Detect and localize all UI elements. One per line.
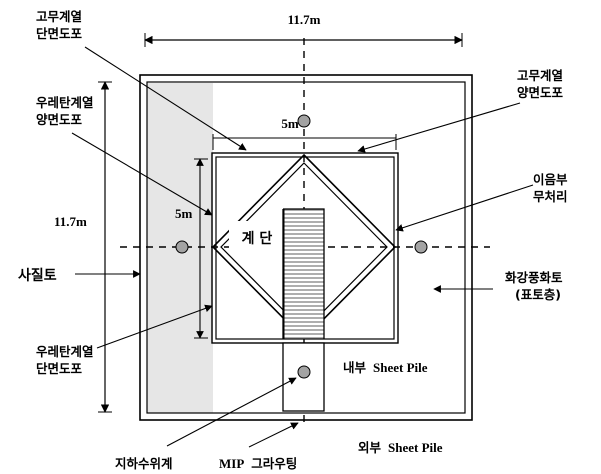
urethane-section-leader (96, 304, 213, 349)
urethane-section-label-line1: 우레탄계열 (36, 344, 94, 359)
well-right (414, 240, 428, 254)
well-left (175, 240, 189, 254)
well-bottom (297, 365, 311, 379)
rubber-both-leader (357, 102, 521, 153)
urethane-both-leader (71, 132, 213, 216)
rubber-section-label-line2: 단면도포 (36, 26, 83, 41)
granite-label-line2: (표토층) (515, 287, 561, 302)
groundwater-gauge-leader (166, 377, 297, 447)
rubber-section-leader (84, 46, 247, 151)
mip-grouting-label: MIP 그라우팅 (219, 455, 297, 472)
urethane-both-label-line1: 우레탄계열 (36, 95, 94, 110)
mip-grouting-leader (248, 422, 299, 448)
width-dimension-label: 11.7m (288, 12, 321, 27)
joint-label-line2: 무처리 (533, 189, 568, 204)
rubber-both-label-line1: 고무계열 (517, 68, 563, 83)
granite-label-line1: 화강풍화토 (505, 270, 563, 285)
rubber-section-label-line1: 고무계열 (36, 9, 82, 24)
groundwater-gauge-label: 지하수위계 (115, 456, 173, 471)
stairs-outline (282, 208, 325, 339)
inner-width-dimension-label: 5m (281, 116, 299, 131)
well-top (297, 114, 311, 128)
height-dimension-label: 11.7m (54, 214, 87, 229)
outer-sheet-pile-label: 외부 Sheet Pile (358, 439, 443, 456)
inner-sheet-pile-label: 내부 Sheet Pile (343, 359, 428, 376)
urethane-section-label-line2: 단면도포 (36, 361, 83, 376)
stairs-cutout (229, 221, 283, 254)
joint-label-line1: 이음부 (533, 172, 568, 187)
urethane-both-label-line2: 양면도포 (36, 112, 83, 127)
rubber-both-label-line2: 양면도포 (517, 85, 564, 100)
joint-leader (395, 184, 534, 232)
inner-height-dimension-label: 5m (175, 206, 193, 221)
sandy-soil-label: 사질토 (18, 268, 57, 284)
stairs-hatch (283, 208, 325, 340)
stairs-label: 계 단 (242, 230, 273, 247)
